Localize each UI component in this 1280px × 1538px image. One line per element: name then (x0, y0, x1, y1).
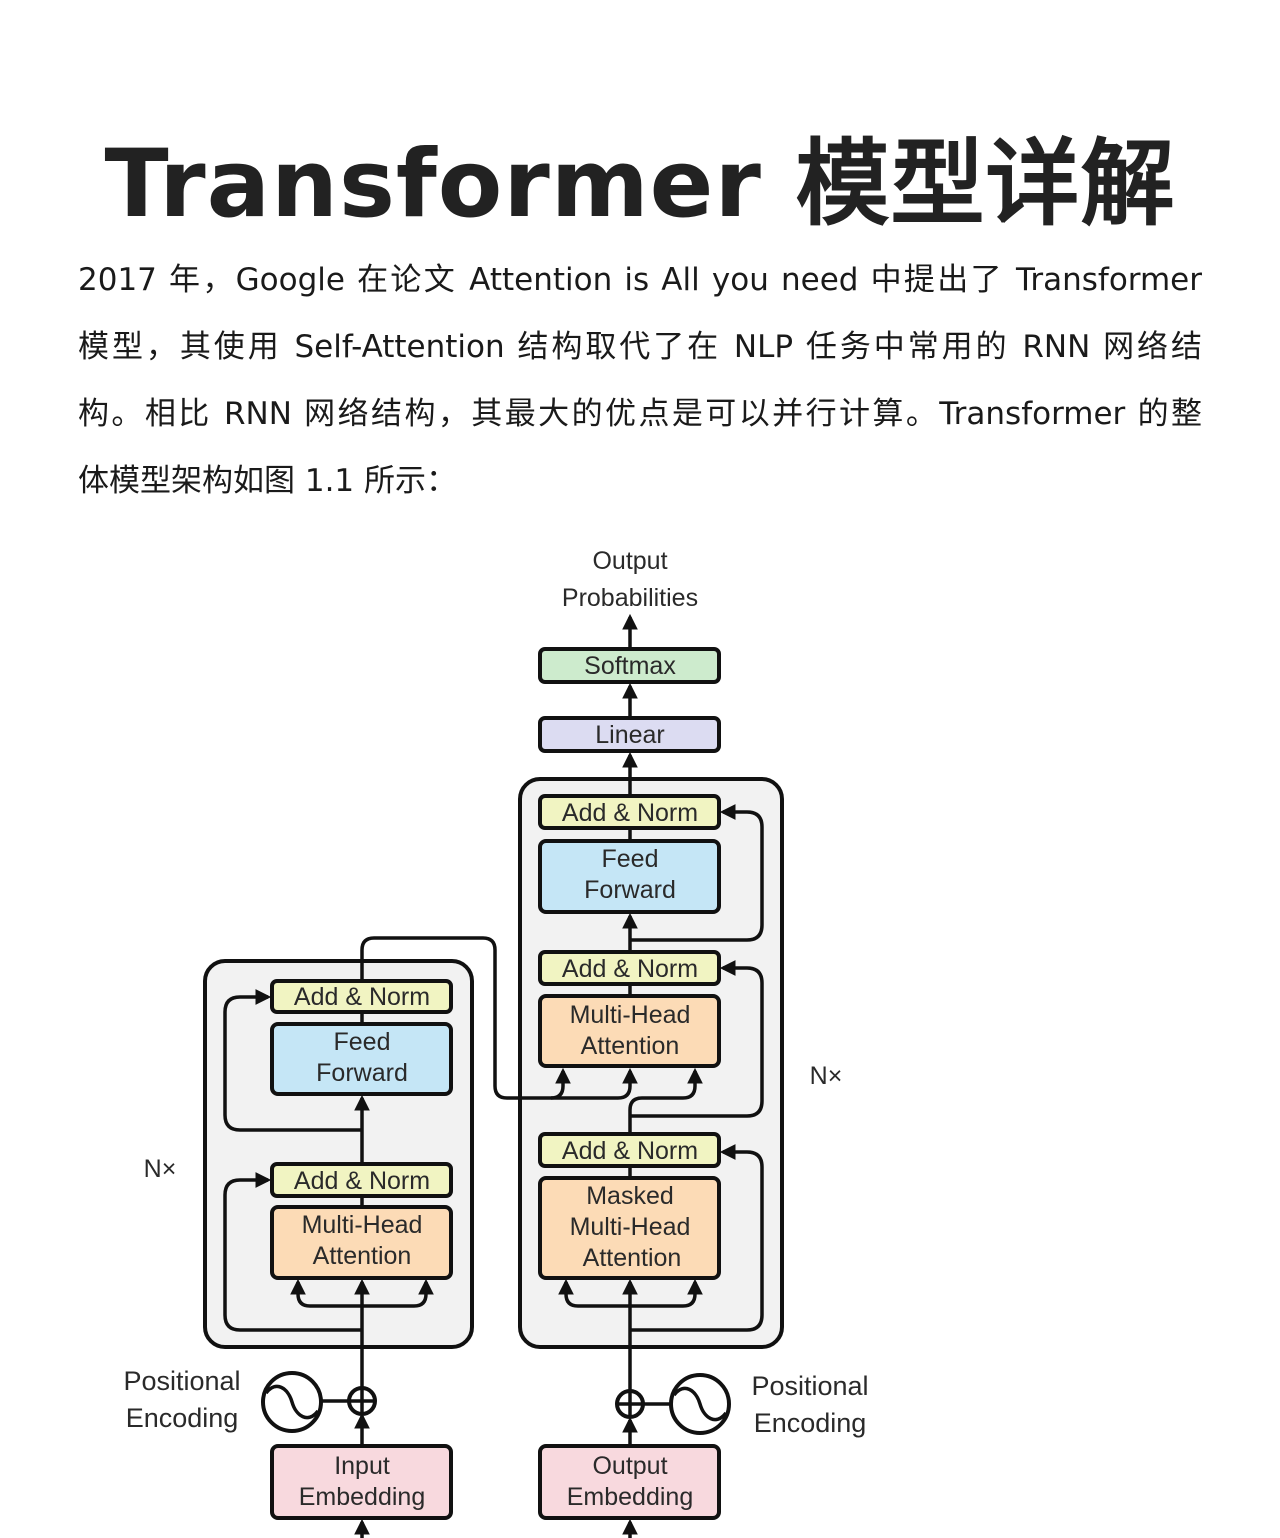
encoder-feed-forward-box (270, 1022, 453, 1096)
page-title: Transformer 模型详解 (104, 130, 1176, 239)
decoder-positional-encoding (615, 1373, 731, 1435)
decoder-connections (558, 613, 764, 1538)
linear-box (538, 716, 721, 753)
encoder-nx-label: N× (144, 1155, 177, 1183)
decoder-add-norm-label: Add & Norm (562, 1137, 698, 1165)
paragraph-line: 构。相比 RNN 网络结构，其最大的优点是可以并行计算。Transformer … (78, 396, 1202, 432)
masked-multi-head-attention-box (538, 1176, 721, 1280)
encoder-add-norm-label: Add & Norm (294, 1167, 430, 1195)
softmax-box (538, 647, 721, 684)
encoder-multi-head-attention-box (270, 1205, 453, 1280)
decoder-add-norm-box (538, 1132, 721, 1168)
input-embedding-box (270, 1444, 453, 1520)
decoder-nx-label: N× (810, 1062, 843, 1090)
paragraph-line: 2017 年，Google 在论文 Attention is All you n… (78, 262, 1202, 298)
encoder-connections (223, 936, 638, 1538)
encoder-positional-encoding (261, 1371, 377, 1433)
decoder-add-norm-label: Add & Norm (562, 799, 698, 827)
encoder-add-norm-box (270, 1162, 453, 1198)
intro-paragraph: 2017 年，Google 在论文 Attention is All you n… (78, 252, 1202, 520)
linear-label: Linear (595, 721, 665, 749)
decoder-multi-head-attention-box (538, 994, 721, 1068)
decoder-add-norm-label: Add & Norm (562, 955, 698, 983)
decoder-add-norm-box (538, 950, 721, 986)
encoder-block (203, 959, 474, 1349)
decoder-add-norm-box (538, 794, 721, 830)
paragraph-line: 体模型架构如图 1.1 所示： (78, 463, 458, 499)
decoder-feed-forward-box (538, 839, 721, 914)
output-embedding-box (538, 1444, 721, 1520)
encoder-add-norm-label: Add & Norm (294, 983, 430, 1011)
paragraph-line: 模型，其使用 Self-Attention 结构取代了在 NLP 任务中常用的 … (78, 329, 1202, 365)
softmax-label: Softmax (584, 652, 676, 680)
encoder-add-norm-box (270, 979, 453, 1014)
